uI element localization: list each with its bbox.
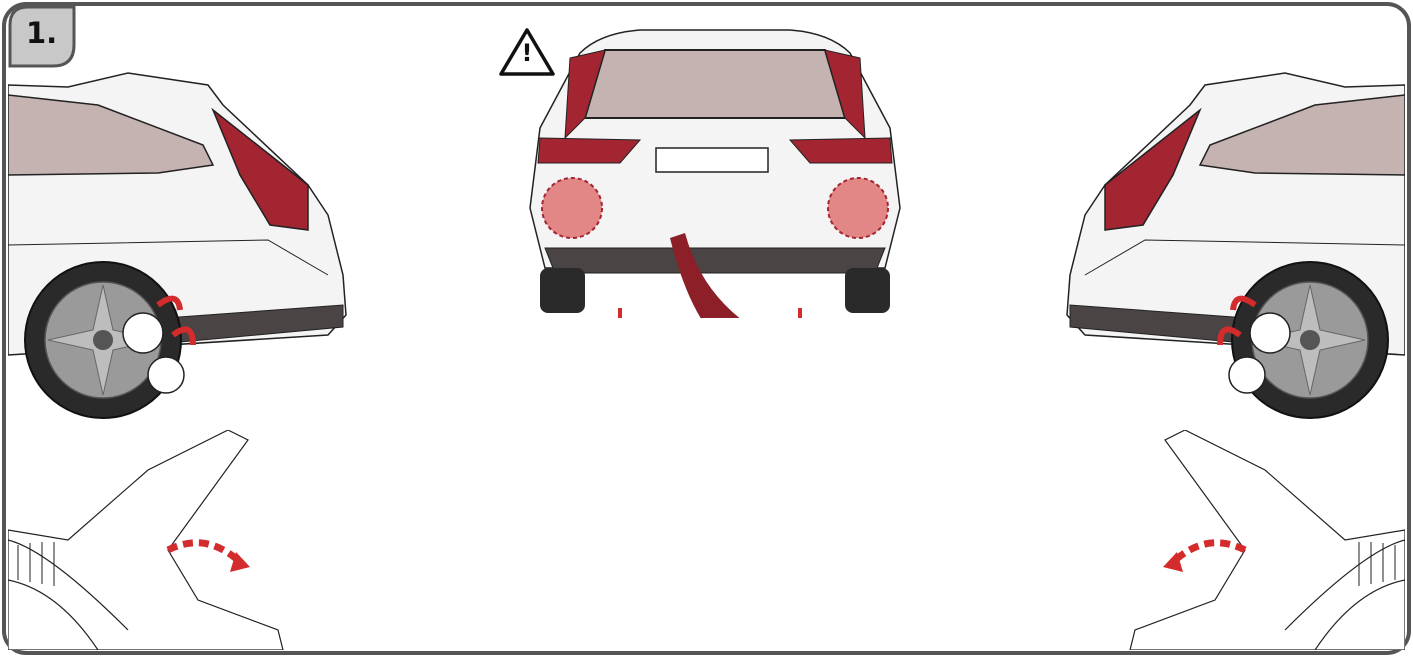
clip-detail-top	[1250, 313, 1290, 353]
clip-detail-top	[123, 313, 163, 353]
left-wheel-arch-detail	[8, 430, 288, 650]
rear-view	[520, 18, 910, 318]
clip-detail-bottom	[148, 357, 184, 393]
step-number: 1.	[26, 16, 57, 50]
right-rear-side-view	[1063, 65, 1405, 420]
left-rear-side-view	[8, 65, 348, 420]
clip-detail-bottom	[1229, 357, 1265, 393]
right-wheel-arch-detail	[1125, 430, 1405, 650]
